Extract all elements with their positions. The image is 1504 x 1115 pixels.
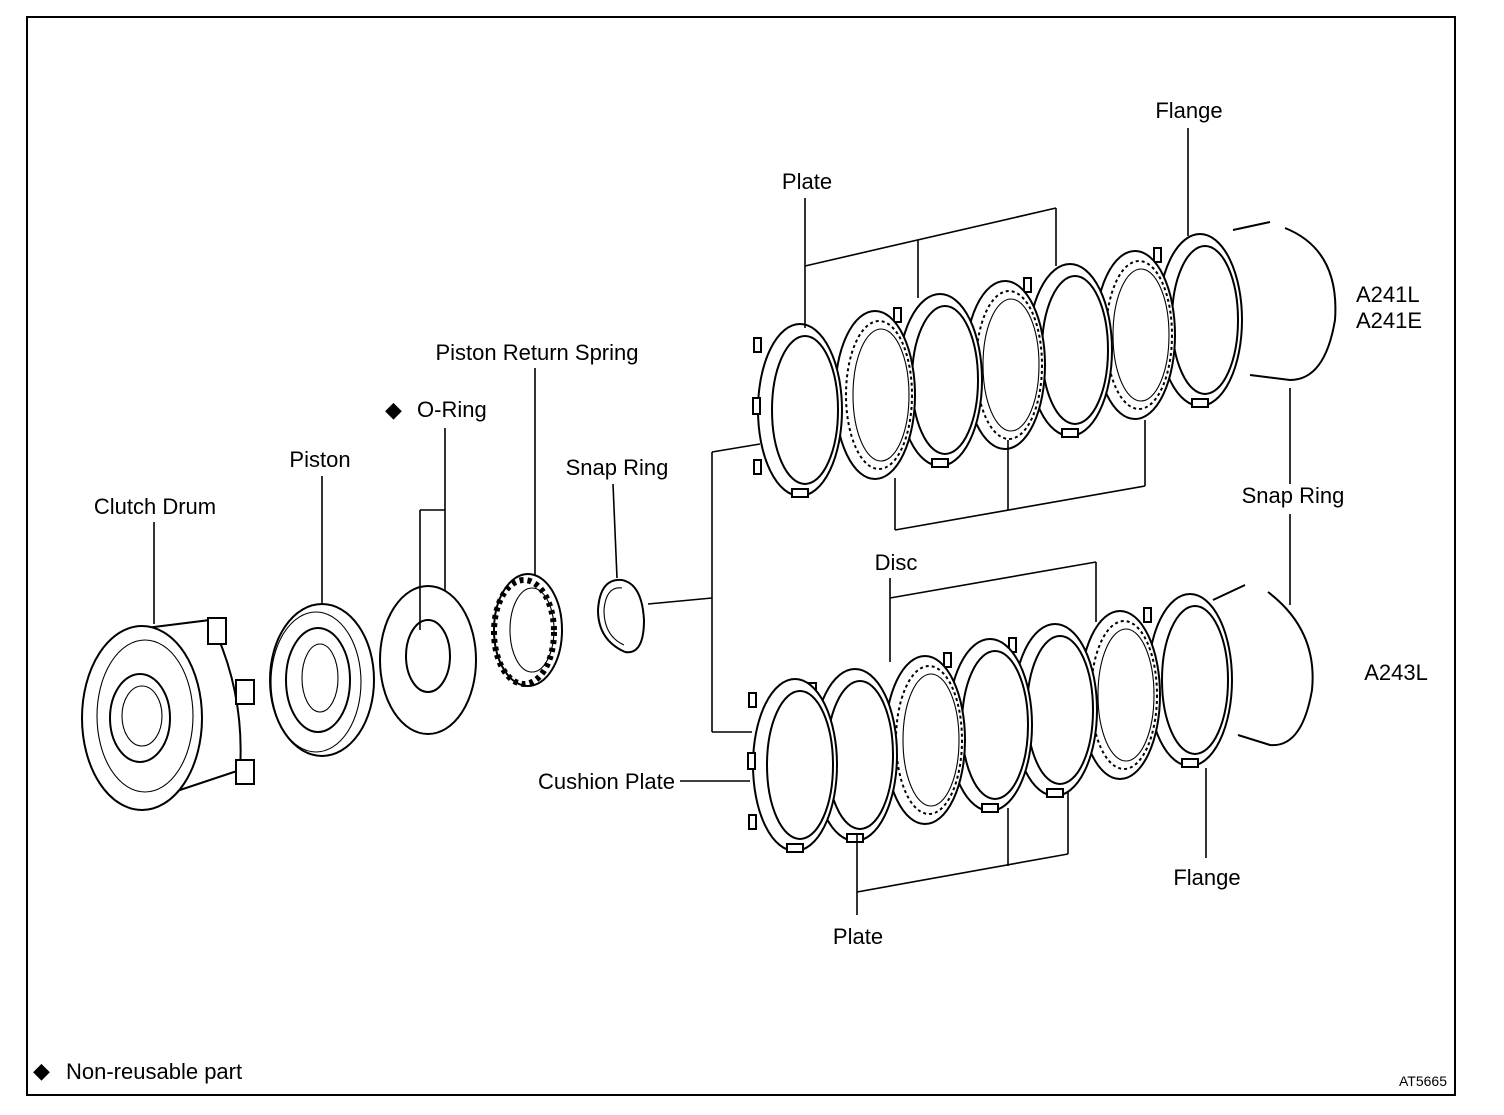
label-disc: Disc xyxy=(875,550,918,575)
top-clutch-pack xyxy=(752,221,1337,498)
piston-return-spring-part xyxy=(491,573,563,687)
label-plate-bottom: Plate xyxy=(833,924,883,949)
label-model-a243l: A243L xyxy=(1364,660,1428,685)
label-model-a241e: A241E xyxy=(1356,308,1422,333)
label-snap-ring-small: Snap Ring xyxy=(566,455,669,480)
figure-code: AT5665 xyxy=(1399,1073,1447,1089)
label-flange-bottom: Flange xyxy=(1173,865,1240,890)
piston-part xyxy=(269,603,375,757)
label-piston-return-spring: Piston Return Spring xyxy=(436,340,639,365)
snap-ring-small-part xyxy=(596,578,646,654)
label-cushion-plate: Cushion Plate xyxy=(538,769,675,794)
legend-text: Non-reusable part xyxy=(66,1059,242,1084)
label-piston: Piston xyxy=(289,447,350,472)
o-ring-marker: ◆ xyxy=(385,397,402,422)
leader-lines xyxy=(153,128,1291,915)
bottom-clutch-pack xyxy=(747,584,1314,853)
clutch-drum-part xyxy=(81,617,255,811)
figure-frame xyxy=(26,16,1456,1096)
label-flange-top: Flange xyxy=(1155,98,1222,123)
label-clutch-drum: Clutch Drum xyxy=(94,494,216,519)
label-snap-ring-right: Snap Ring xyxy=(1242,483,1345,508)
label-o-ring: O-Ring xyxy=(417,397,487,422)
label-plate-top: Plate xyxy=(782,169,832,194)
label-model-a241l: A241L xyxy=(1356,282,1420,307)
o-ring-part xyxy=(379,585,477,735)
legend-marker: ◆ xyxy=(33,1058,50,1083)
